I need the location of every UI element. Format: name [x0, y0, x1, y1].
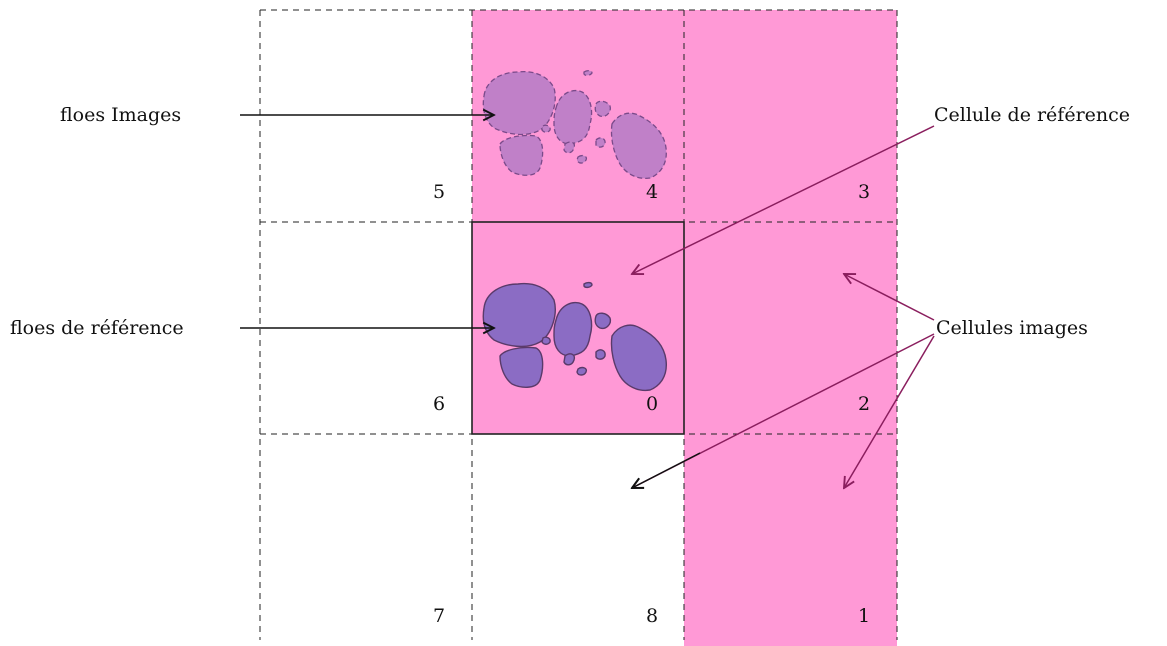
cell-2 — [684, 222, 897, 434]
cell-number-2: 2 — [858, 393, 870, 415]
image-floes — [482, 69, 667, 180]
cell-1 — [684, 434, 897, 646]
cell-number-4: 4 — [646, 181, 658, 203]
label-image-cells: Cellules images — [936, 317, 1088, 339]
arrow-image-cell-2 — [844, 274, 935, 321]
label-image-floes: floes Images — [60, 104, 181, 126]
cell-number-3: 3 — [858, 181, 870, 203]
reference-floes — [482, 281, 667, 392]
cell-number-8: 8 — [646, 605, 658, 627]
cell-number-1: 1 — [858, 605, 870, 627]
cell-number-7: 7 — [433, 605, 445, 627]
arrow-image-cell-8-tip — [632, 452, 701, 488]
label-reference-floes: floes de référence — [10, 317, 184, 339]
label-reference-cell: Cellule de référence — [934, 104, 1130, 126]
arrow-reference-cell — [632, 125, 935, 274]
arrow-image-cell-1 — [844, 335, 935, 488]
cell-number-6: 6 — [433, 393, 445, 415]
cell-number-5: 5 — [433, 181, 445, 203]
cell-3 — [684, 10, 897, 222]
cell-number-0: 0 — [646, 393, 658, 415]
